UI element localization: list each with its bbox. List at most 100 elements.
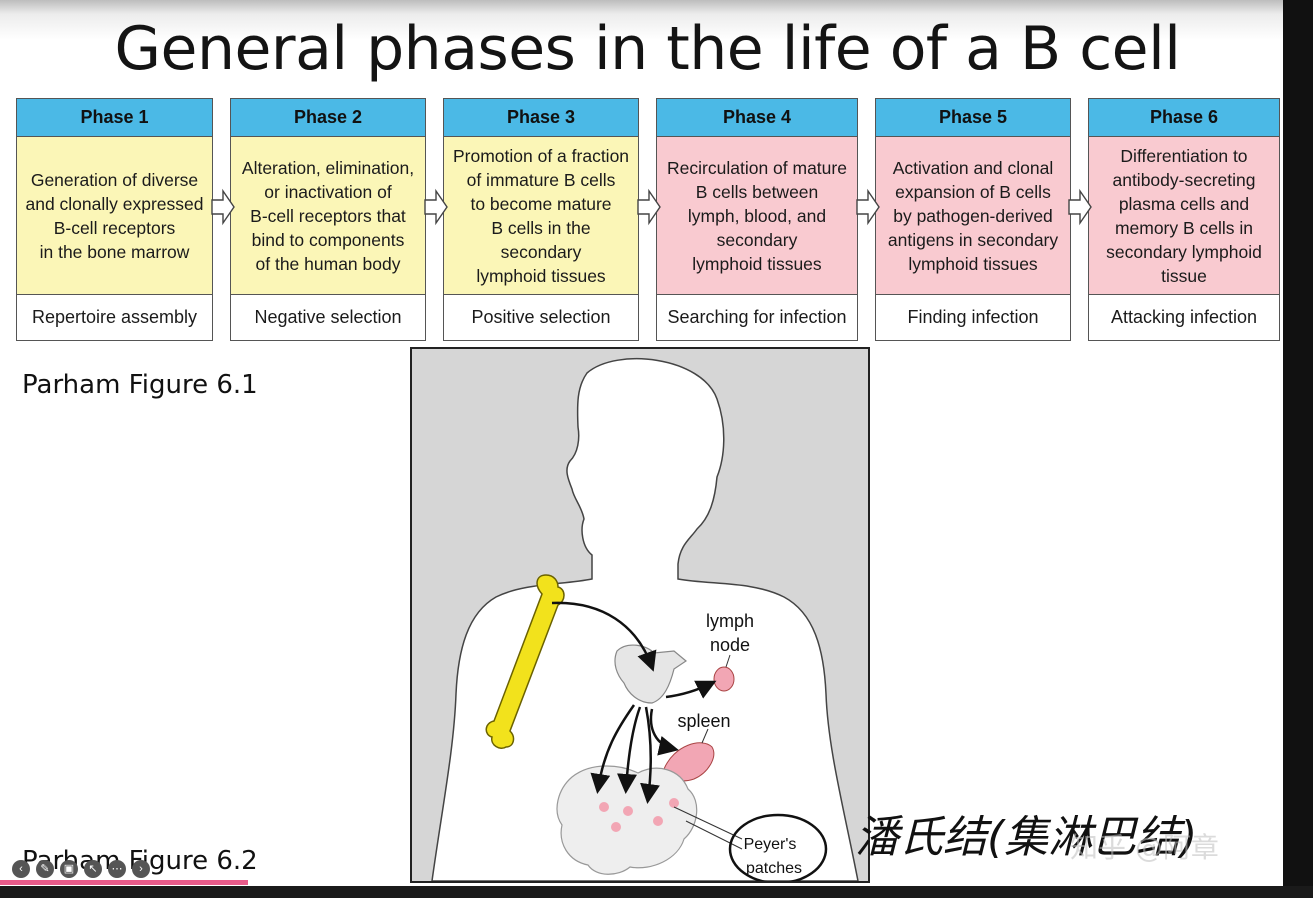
right-border — [1283, 0, 1313, 898]
top-shadow — [0, 0, 1313, 92]
phase-6-box: Phase 6 Differentiation to antibody-secre… — [1088, 98, 1280, 341]
description-line: Recirculation of mature — [667, 157, 847, 178]
description-line: Alteration, elimination, — [241, 157, 415, 178]
peyers-patch — [623, 806, 633, 816]
description-line: in the bone marrow — [39, 241, 190, 262]
peyers-label-1: Peyer's — [744, 836, 797, 853]
pointer-line — [725, 654, 731, 668]
flow-arrow — [617, 706, 642, 794]
peyers-patch — [653, 816, 663, 826]
lymph-node-label-2: node — [710, 635, 750, 655]
description-line: lymphoid tissues — [692, 253, 822, 274]
phase-3-box: Phase 3 Promotion of a fraction of immatu… — [443, 98, 639, 341]
pointer-line — [673, 806, 743, 840]
description-line: of immature B cells — [466, 169, 616, 190]
description-line: secondary — [716, 229, 798, 250]
thymus — [614, 644, 688, 704]
watermark: 知乎 @阿章 — [1070, 831, 1219, 864]
phase-1-footer: Repertoire assembly — [31, 307, 198, 327]
phase-3-description: Promotion of a fraction of immature B cel… — [444, 137, 638, 295]
flow-arrow — [551, 601, 657, 672]
pointer-line — [685, 820, 743, 850]
phase-1-header: Phase 1 — [17, 99, 212, 137]
arrow-right-icon — [424, 188, 448, 226]
description-line: B-cell receptors — [53, 217, 176, 238]
peyers-patch — [599, 802, 609, 812]
description-line: plasma cells and — [1118, 193, 1250, 214]
description-line: Activation and clonal — [892, 157, 1054, 178]
phase-6-header: Phase 6 — [1089, 99, 1279, 137]
description-line: Promotion of a fraction — [452, 145, 630, 166]
description-line: and clonally expressed — [25, 193, 204, 214]
arrow-right-icon — [1068, 188, 1092, 226]
phase-2-footer: Negative selection — [254, 307, 402, 327]
phase-2-description: Alteration, elimination, or inactivation … — [231, 137, 425, 295]
forward-icon[interactable]: › — [132, 860, 150, 878]
phase-6-footer: Attacking infection — [1110, 307, 1258, 327]
pointer-line — [701, 728, 709, 744]
phase-3-header: Phase 3 — [444, 99, 638, 137]
peyers-label-2: patches — [746, 860, 802, 877]
description-line: expansion of B cells — [895, 181, 1051, 202]
pointer-icon[interactable]: ↖ — [84, 860, 102, 878]
captions-icon[interactable]: ▣ — [60, 860, 78, 878]
lymph-node-label-1: lymph — [706, 611, 754, 631]
phase-4-description: Recirculation of mature B cells between ly… — [657, 137, 857, 295]
phase-2-box: Phase 2 Alteration, elimination, or inact… — [230, 98, 426, 341]
description-line: of the human body — [255, 253, 401, 274]
player-toolbar: ‹ ✎ ▣ ↖ ⋯ › — [12, 860, 150, 878]
phase-5-box: Phase 5 Activation and clonal expansion o… — [875, 98, 1071, 341]
slide-title: General phases in the life of a B cell — [114, 14, 1181, 84]
description-line: secondary — [500, 241, 582, 262]
description-line: B cells between — [695, 181, 819, 202]
phase-5-description: Activation and clonal expansion of B cell… — [876, 137, 1070, 295]
description-line: antibody-secreting — [1112, 169, 1256, 190]
description-line: B-cell receptors that — [250, 205, 406, 226]
pen-icon[interactable]: ✎ — [36, 860, 54, 878]
spleen-label: spleen — [677, 711, 730, 731]
description-line: lymph, blood, and — [687, 205, 827, 226]
menu-icon[interactable]: ⋯ — [108, 860, 126, 878]
figure-caption-6-1: Parham Figure 6.1 — [22, 370, 258, 400]
lymph-node — [713, 666, 735, 692]
back-icon[interactable]: ‹ — [12, 860, 30, 878]
body-lymphoid-figure: lymph node spleen Peyer's patches — [410, 347, 870, 883]
phase-1-box: Phase 1 Generation of diverse and clonall… — [16, 98, 213, 341]
flow-arrow — [590, 704, 636, 794]
description-line: to become mature — [470, 193, 612, 214]
description-line: tissue — [1161, 265, 1207, 286]
peyers-circle-annotation — [728, 813, 828, 881]
description-line: lymphoid tissues — [476, 265, 606, 286]
arrow-right-icon — [856, 188, 880, 226]
handwritten-annotation: 潘氏结(集淋巴结) — [855, 812, 1197, 863]
bottom-border — [0, 886, 1313, 898]
phase-2-header: Phase 2 — [231, 99, 425, 137]
description-line: by pathogen-derived — [893, 205, 1053, 226]
arrow-right-icon — [637, 188, 661, 226]
phase-1-description: Generation of diverse and clonally expres… — [17, 137, 212, 295]
phase-5-footer: Finding infection — [907, 307, 1039, 327]
human-silhouette — [431, 357, 859, 881]
peyers-patch — [669, 798, 679, 808]
description-line: antigens in secondary — [887, 229, 1059, 250]
phase-4-header: Phase 4 — [657, 99, 857, 137]
description-line: bind to components — [251, 229, 405, 250]
phase-4-footer: Searching for infection — [667, 307, 847, 327]
flow-arrow — [649, 708, 679, 756]
description-line: secondary lymphoid — [1106, 241, 1262, 262]
phase-5-header: Phase 5 — [876, 99, 1070, 137]
progress-bar[interactable] — [0, 880, 248, 885]
peyers-patch — [611, 822, 621, 832]
description-line: Generation of diverse — [30, 169, 199, 190]
handwritten-text: 潘氏结(集淋巴结) — [855, 812, 1197, 863]
description-line: B cells in the — [491, 217, 591, 238]
phase-6-description: Differentiation to antibody-secreting plas… — [1089, 137, 1279, 295]
description-line: Differentiation to — [1120, 145, 1248, 166]
description-line: lymphoid tissues — [908, 253, 1038, 274]
arrow-right-icon — [211, 188, 235, 226]
description-line: or inactivation of — [264, 181, 392, 202]
description-line: memory B cells in — [1114, 217, 1254, 238]
phase-3-footer: Positive selection — [471, 307, 611, 327]
bone-marrow-femur — [485, 574, 565, 749]
phase-4-box: Phase 4 Recirculation of mature B cells b… — [656, 98, 858, 341]
